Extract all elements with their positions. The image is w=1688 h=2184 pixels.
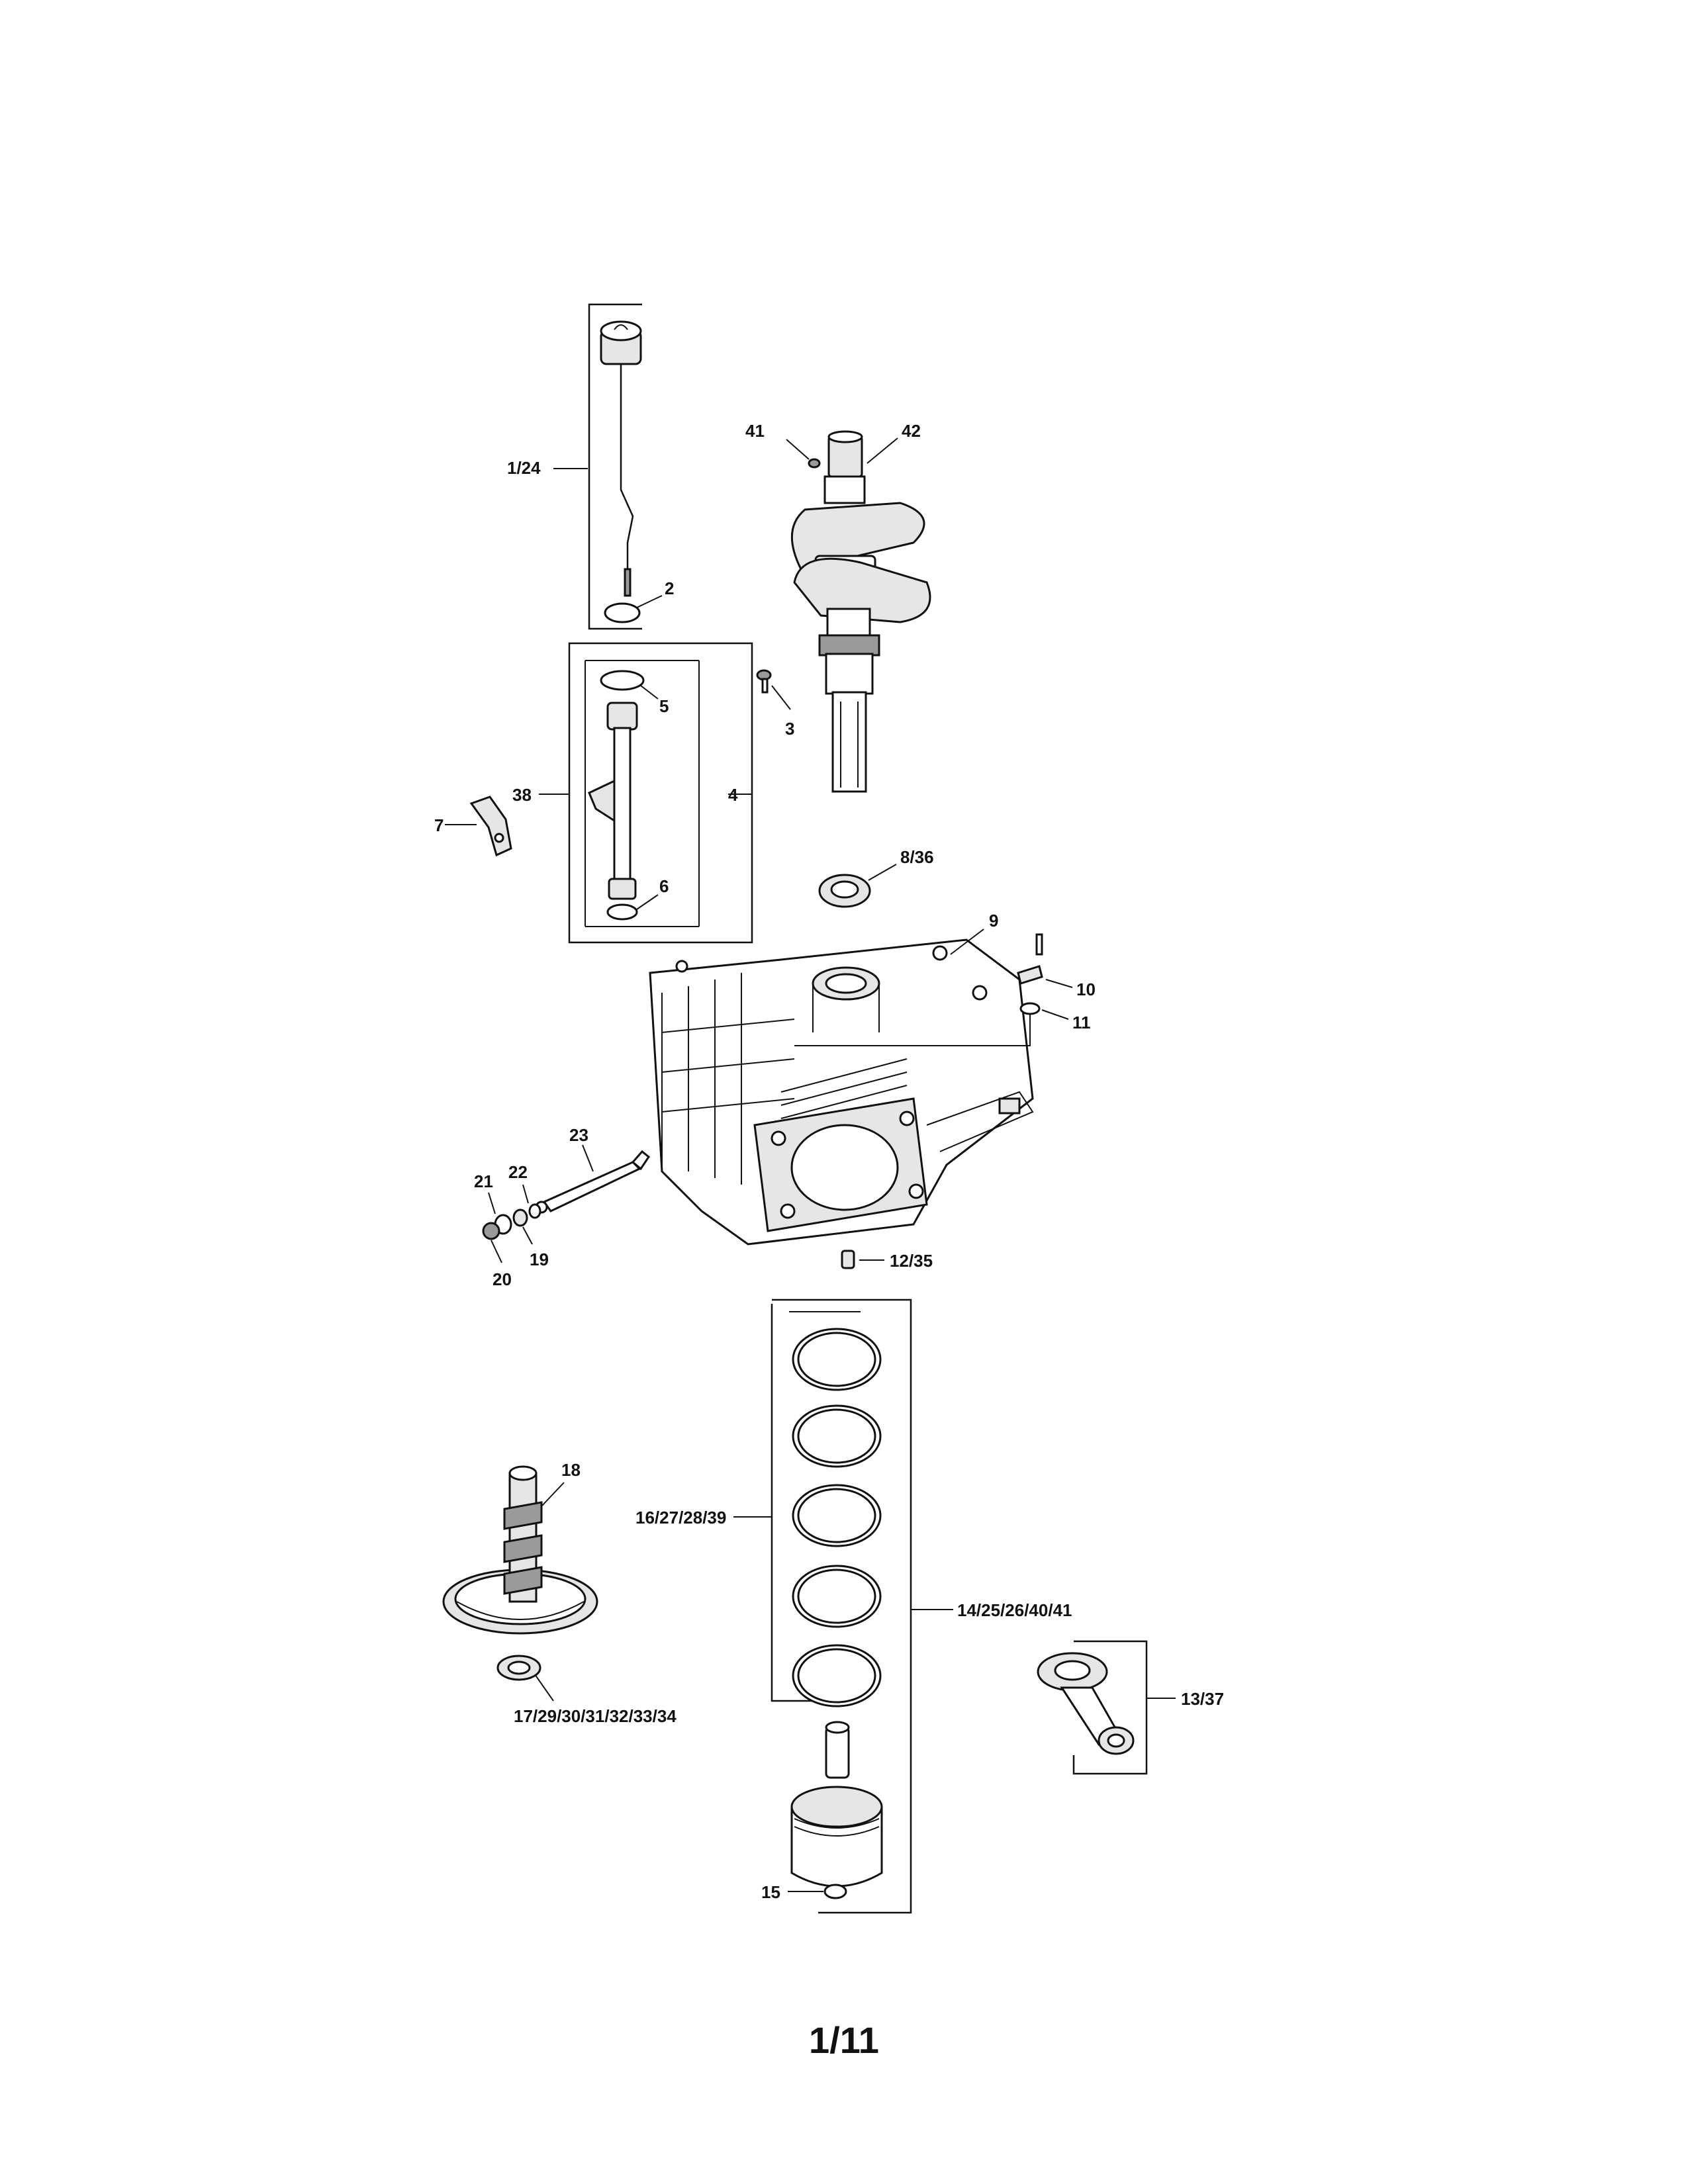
callout-20: 20 [492, 1269, 512, 1289]
governor-shaft [535, 1150, 651, 1214]
page-number: 1/11 [809, 2019, 879, 2061]
dipstick-o-ring [604, 602, 641, 623]
piston [790, 1786, 883, 1888]
callout-23: 23 [569, 1125, 588, 1145]
dipstick-gauge [624, 568, 632, 597]
crankshaft-key [808, 458, 821, 469]
callout-7: 7 [434, 815, 444, 835]
callout-13-37: 13/37 [1181, 1689, 1224, 1709]
washer-part [1019, 1002, 1041, 1015]
piston-pin [825, 1721, 850, 1779]
callout-12-35: 12/35 [890, 1251, 933, 1271]
callout-10: 10 [1076, 979, 1096, 999]
tube-o-ring-top [600, 670, 645, 691]
clip-part [1017, 933, 1043, 985]
dipstick-rod [620, 364, 634, 596]
callout-3: 3 [785, 719, 794, 739]
dipstick-tube-assembly [568, 642, 753, 944]
bracket-part [469, 796, 512, 857]
dowel-pin [841, 1250, 855, 1269]
callout-18: 18 [561, 1460, 581, 1480]
callout-11: 11 [1072, 1013, 1091, 1032]
dipstick-cap [600, 320, 642, 365]
callout-5: 5 [659, 696, 669, 716]
crankcase [649, 938, 1034, 1246]
piston-rings [792, 1328, 882, 1707]
dipstick-assembly [588, 303, 642, 630]
governor-ring [528, 1203, 541, 1219]
callout-16-27-28-39: 16/27/28/39 [635, 1508, 726, 1527]
callout-17-29-30-31-32-33-34: 17/29/30/31/32/33/34 [514, 1706, 677, 1726]
governor-washer [512, 1208, 528, 1227]
callout-22: 22 [508, 1162, 528, 1182]
camshaft [442, 1465, 598, 1635]
callout-42: 42 [902, 421, 921, 441]
callout-19: 19 [530, 1250, 549, 1269]
crankshaft [790, 430, 931, 793]
connecting-rod [1037, 1652, 1135, 1755]
callout-1-24: 1/24 [507, 458, 541, 478]
callout-4: 4 [728, 785, 738, 805]
callout-6: 6 [659, 876, 669, 896]
callout-41: 41 [745, 421, 765, 441]
callout-21: 21 [474, 1171, 493, 1191]
tube-o-ring-bottom [606, 903, 638, 921]
callout-15: 15 [761, 1882, 780, 1902]
callout-38: 38 [512, 785, 532, 805]
callout-14-25-26-40-41: 14/25/26/40/41 [957, 1600, 1072, 1620]
piston-pin-clip [823, 1884, 847, 1899]
cam-shim [496, 1655, 541, 1681]
callout-9: 9 [989, 911, 998, 931]
screw-part [756, 669, 772, 694]
governor-nut [482, 1222, 500, 1240]
callout-2: 2 [665, 578, 674, 598]
callout-8-36: 8/36 [900, 847, 934, 867]
connecting-rod-frame [1072, 1640, 1148, 1775]
oil-seal [818, 874, 871, 908]
cylinder-bore [790, 1124, 899, 1211]
tube-bracket [588, 779, 616, 823]
